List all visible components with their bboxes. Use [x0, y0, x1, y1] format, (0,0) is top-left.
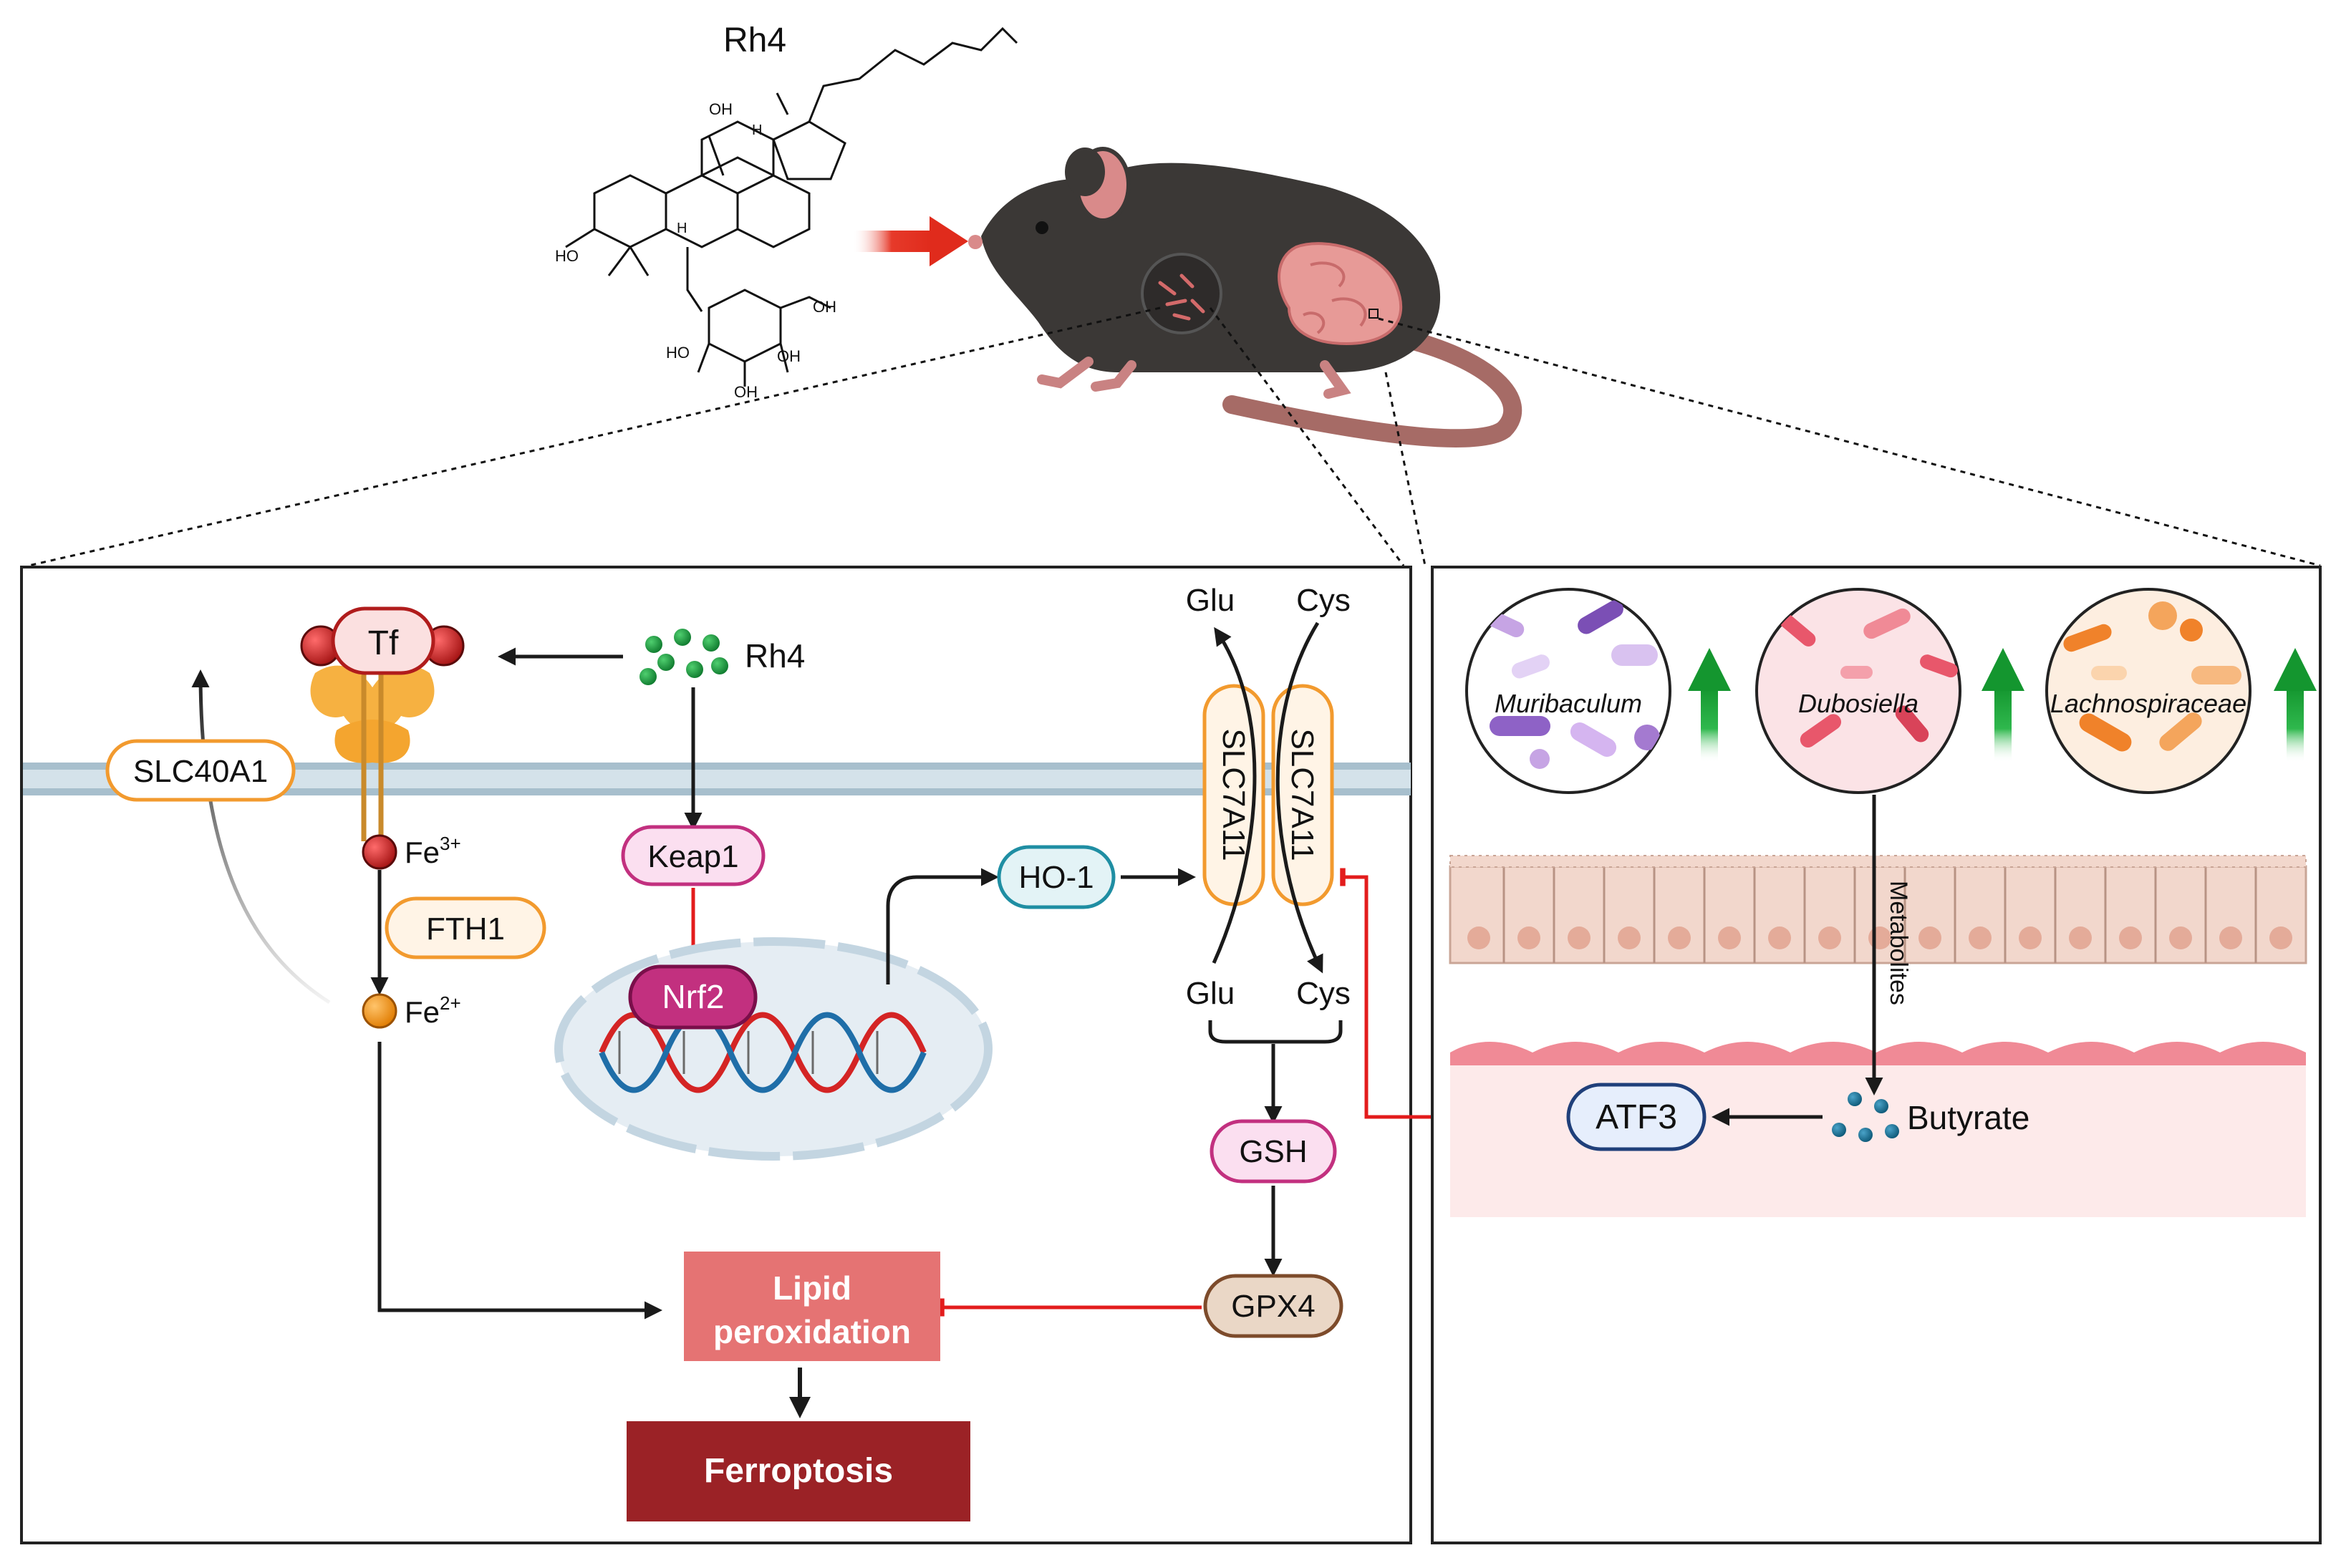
up-arrow-lachnospiraceae — [2274, 648, 2317, 763]
liver-inset — [1141, 253, 1222, 334]
structure-h-2: H — [677, 221, 687, 236]
rh4-compound-label: Rh4 — [723, 21, 786, 59]
structure-oh-3: OH — [777, 347, 801, 365]
lipid-peroxidation-box: Lipid peroxidation — [684, 1252, 940, 1361]
nrf2-node: Nrf2 — [628, 964, 758, 1030]
slc40a1-node: SLC40A1 — [105, 739, 296, 802]
arrow-cys-import — [1275, 621, 1323, 974]
up-arrow-dubosiella — [1982, 648, 2024, 763]
structure-ho-1: HO — [555, 247, 579, 265]
fe3-superscript: 3+ — [440, 833, 461, 854]
arrow-nrf2-to-ho1 — [886, 868, 999, 984]
cys-bottom-label: Cys — [1296, 976, 1351, 1011]
transferrin-receptor — [310, 665, 435, 841]
keap1-node: Keap1 — [621, 825, 766, 886]
metabolites-label: Metabolites — [1885, 881, 1912, 1005]
svg-text:Fe2+: Fe2+ — [405, 992, 461, 1029]
fe3-base: Fe — [405, 836, 440, 869]
rh4-structure: Rh4 OH H H HO OH HO OH OH — [555, 21, 1018, 401]
zoom-guides — [28, 306, 2321, 567]
fth1-node: FTH1 — [385, 896, 546, 959]
arrow-fe2-to-lipid — [377, 1042, 662, 1320]
structure-oh-4: OH — [734, 383, 758, 401]
gpx4-label: GPX4 — [1231, 1289, 1315, 1324]
intestinal-villi — [1449, 855, 2307, 964]
bracket-glu-cys — [1208, 1020, 1343, 1044]
ferroptosis-label: Ferroptosis — [704, 1452, 893, 1490]
gsh-label: GSH — [1239, 1134, 1307, 1169]
bacteria-label-lachnospiraceae: Lachnospiraceae — [2050, 689, 2246, 718]
atf3-node: ATF3 — [1566, 1083, 1707, 1151]
glu-bottom-label: Glu — [1186, 976, 1235, 1011]
rh4-label: Rh4 — [745, 637, 805, 674]
right-panel: Muribaculum Dubosiella — [1431, 566, 2322, 1544]
ferroptosis-box: Ferroptosis — [627, 1421, 970, 1521]
bacteria-circle-dubosiella: Dubosiella — [1755, 588, 1961, 794]
nrf2-label: Nrf2 — [662, 978, 725, 1015]
fe2-superscript: 2+ — [440, 992, 461, 1014]
glu-top-label: Glu — [1186, 583, 1235, 618]
structure-oh-2: OH — [813, 298, 836, 316]
atf3-label: ATF3 — [1596, 1098, 1677, 1136]
arrow-glu-export — [1212, 626, 1257, 964]
dna-helix — [599, 1012, 927, 1093]
tf-node: Tf — [300, 606, 465, 675]
svg-text:Fe3+: Fe3+ — [405, 833, 461, 869]
butyrate-label: Butyrate — [1907, 1099, 2029, 1136]
bacteria-circle-muribaculum: Muribaculum — [1465, 588, 1671, 794]
ho1-node: HO-1 — [997, 845, 1116, 909]
fe3-node: Fe3+ — [362, 833, 461, 870]
slc7a11-transporter-b: SLC7A11 — [1271, 684, 1334, 906]
fe2-base: Fe — [405, 995, 440, 1029]
slc40a1-label: SLC40A1 — [133, 754, 268, 789]
bacteria-label-muribaculum: Muribaculum — [1495, 689, 1642, 718]
nucleus — [554, 937, 993, 1161]
slc7a11-label-a: SLC7A11 — [1216, 728, 1251, 861]
gpx4-node: GPX4 — [1203, 1274, 1343, 1338]
lipid-label-line1: Lipid — [773, 1269, 851, 1307]
butyrate-dots — [1832, 1092, 1899, 1142]
keap1-label: Keap1 — [647, 839, 738, 874]
intestine-illustration — [1278, 242, 1403, 346]
lipid-label-line2: peroxidation — [713, 1313, 911, 1350]
mouse-illustration — [968, 147, 1522, 448]
fe2-node: Fe2+ — [362, 992, 461, 1029]
structure-h-1: H — [752, 122, 762, 138]
cys-top-label: Cys — [1296, 583, 1351, 618]
structure-ho-2: HO — [666, 344, 690, 362]
slc7a11-label-b: SLC7A11 — [1285, 728, 1320, 861]
gsh-node: GSH — [1210, 1119, 1337, 1184]
fth1-label: FTH1 — [426, 911, 505, 947]
rh4-dots — [639, 629, 728, 685]
bacteria-label-dubosiella: Dubosiella — [1798, 689, 1918, 718]
tf-label: Tf — [368, 624, 399, 662]
ho1-label: HO-1 — [1018, 860, 1094, 895]
dosing-arrow — [852, 216, 968, 266]
up-arrow-muribaculum — [1688, 648, 1731, 763]
structure-oh-1: OH — [709, 100, 733, 118]
bacteria-circle-lachnospiraceae: Lachnospiraceae — [2045, 588, 2251, 794]
left-panel: Tf Rh4 SLC40A1 Fe3+ FTH1 — [20, 566, 1565, 1544]
